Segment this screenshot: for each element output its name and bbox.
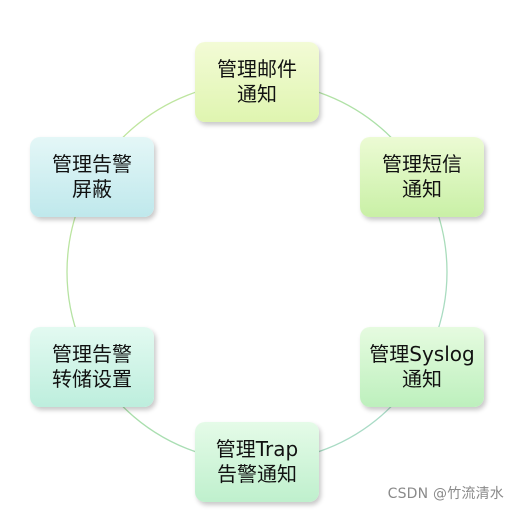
node-label: 管理Syslog 通知 (369, 342, 475, 391)
node-trap-alarm-notification: 管理Trap 告警通知 (195, 422, 319, 502)
node-sms-notification: 管理短信 通知 (360, 137, 484, 217)
node-label: 管理告警 屏蔽 (52, 152, 132, 201)
node-mail-notification: 管理邮件 通知 (195, 42, 319, 122)
node-alarm-masking: 管理告警 屏蔽 (30, 137, 154, 217)
node-label: 管理告警 转储设置 (52, 342, 132, 391)
node-label: 管理Trap 告警通知 (215, 437, 299, 486)
node-syslog-notification: 管理Syslog 通知 (360, 327, 484, 407)
node-alarm-dump-settings: 管理告警 转储设置 (30, 327, 154, 407)
node-label: 管理邮件 通知 (217, 57, 297, 106)
node-label: 管理短信 通知 (382, 152, 462, 201)
watermark-text: CSDN @竹流清水 (387, 486, 504, 502)
